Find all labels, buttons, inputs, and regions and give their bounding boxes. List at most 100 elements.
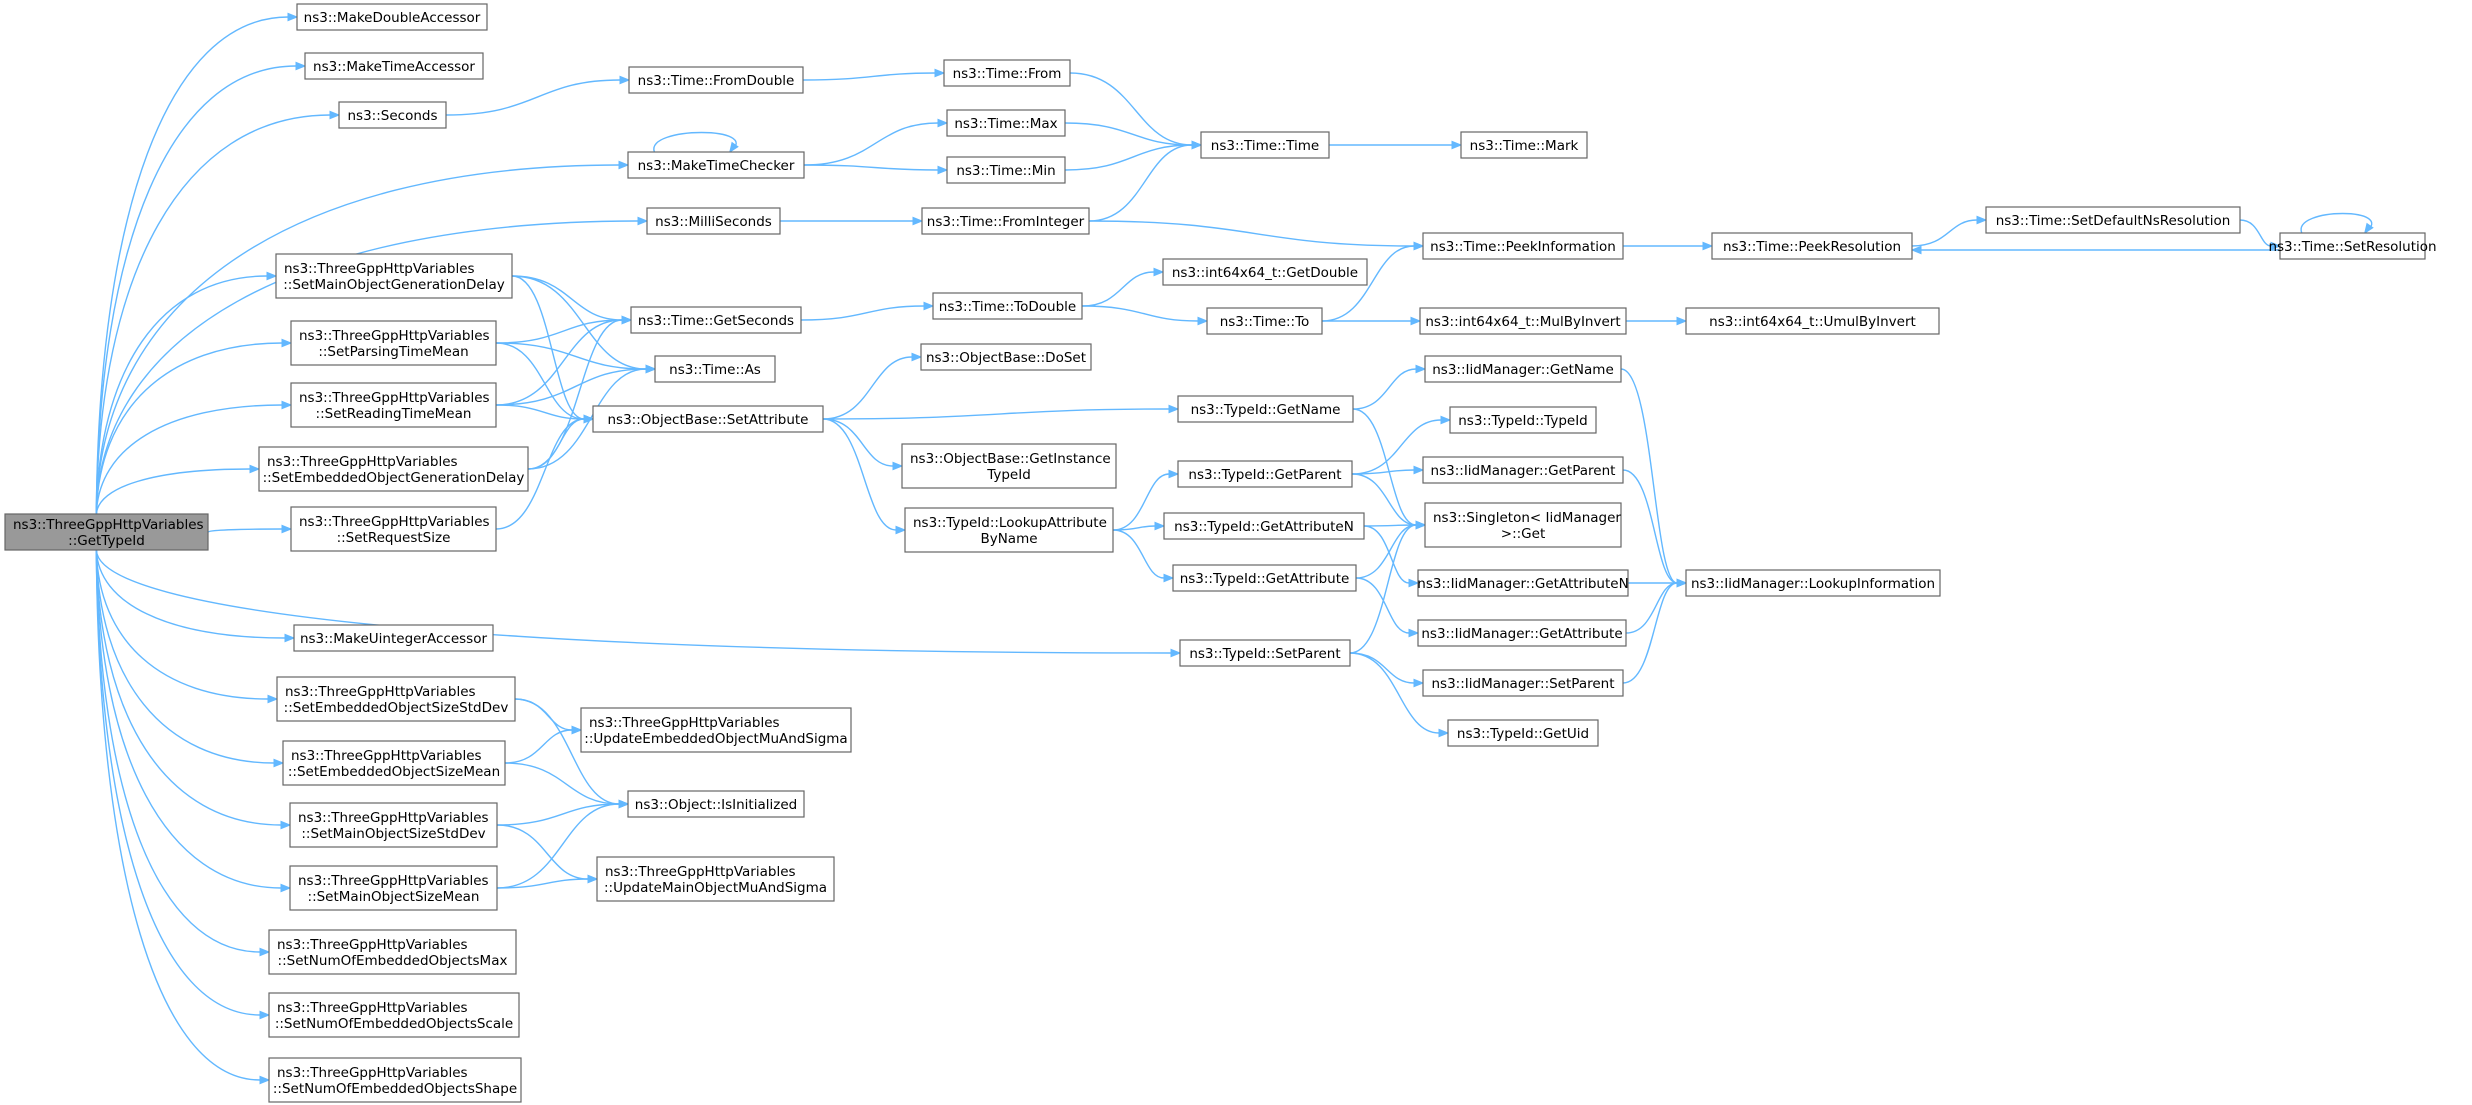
- edge-typeIdGetName-to-iidGetName: [1352, 364, 1427, 410]
- node-timeToDouble[interactable]: ns3::Time::ToDouble: [932, 292, 1083, 320]
- edge-arrowhead: [729, 141, 739, 154]
- edge-line: [511, 275, 585, 420]
- node-timeMax[interactable]: ns3::Time::Max: [946, 109, 1066, 137]
- edge-layer: [95, 12, 2374, 1085]
- edge-timeTime-to-timeMark: [1329, 140, 1463, 150]
- node-typeIdGetName[interactable]: ns3::TypeId::GetName: [1177, 395, 1354, 423]
- node-makeUintAcc[interactable]: ns3::MakeUintegerAccessor: [293, 624, 494, 652]
- node-label: ::SetParsingTimeMean: [318, 344, 468, 360]
- node-timeTime[interactable]: ns3::Time::Time: [1200, 131, 1330, 159]
- edge-timeSetDefNsRes-to-timeSetRes: [2239, 219, 2282, 251]
- node-makeTimeAcc[interactable]: ns3::MakeTimeAccessor: [304, 52, 484, 80]
- edge-arrowhead: [618, 160, 630, 170]
- node-timeGetSeconds[interactable]: ns3::Time::GetSeconds: [630, 306, 802, 334]
- edge-root-to-setParsingTimeMean: [95, 338, 293, 515]
- node-box: [1163, 512, 1365, 540]
- node-int64MulByInv[interactable]: ns3::int64x64_t::MulByInvert: [1419, 307, 1627, 335]
- node-timeSetRes[interactable]: ns3::Time::SetResolution: [2268, 232, 2437, 260]
- edge-typeIdGetAttr-to-iidGetAttr: [1355, 577, 1420, 638]
- edge-line: [1112, 529, 1165, 579]
- node-box: [627, 790, 805, 818]
- edge-makeTimeChecker-to-timeMin: [803, 164, 949, 175]
- node-typeIdGetUid[interactable]: ns3::TypeId::GetUid: [1447, 719, 1599, 747]
- edge-setParsingTimeMean-to-objBaseSetAttr: [495, 342, 595, 424]
- node-box: [304, 52, 484, 80]
- node-label: ns3::MilliSeconds: [655, 214, 772, 230]
- edge-setParsingTimeMean-to-timeGetSeconds: [495, 315, 633, 344]
- node-int64UmulByInv[interactable]: ns3::int64x64_t::UmulByInvert: [1685, 307, 1940, 335]
- node-iidSetParent[interactable]: ns3::IidManager::SetParent: [1422, 669, 1624, 697]
- node-typeIdSetParent[interactable]: ns3::TypeId::SetParent: [1179, 639, 1351, 667]
- node-iidLookupInfo[interactable]: ns3::IidManager::LookupInformation: [1685, 569, 1941, 597]
- node-box: [2279, 232, 2426, 260]
- node-timeFromInteger[interactable]: ns3::Time::FromInteger: [921, 207, 1090, 235]
- node-timeFromDouble[interactable]: ns3::Time::FromDouble: [628, 66, 804, 94]
- node-timeFrom[interactable]: ns3::Time::From: [943, 59, 1071, 87]
- node-label: ns3::TypeId::GetParent: [1188, 467, 1341, 483]
- node-label: ns3::int64x64_t::GetDouble: [1172, 265, 1358, 281]
- node-timePeekInfo[interactable]: ns3::Time::PeekInformation: [1422, 232, 1624, 260]
- node-label: ns3::ThreeGppHttpVariables: [284, 261, 475, 277]
- node-updEmbMuSigma[interactable]: ns3::ThreeGppHttpVariables::UpdateEmbedd…: [580, 707, 852, 753]
- node-int64GetDouble[interactable]: ns3::int64x64_t::GetDouble: [1162, 258, 1368, 286]
- node-updMainMuSigma[interactable]: ns3::ThreeGppHttpVariables::UpdateMainOb…: [596, 856, 835, 902]
- edge-arrowhead: [571, 725, 583, 735]
- node-box: [1177, 460, 1353, 488]
- node-iidGetName[interactable]: ns3::IidManager::GetName: [1424, 355, 1622, 383]
- node-setEmbObjSizeStdDev[interactable]: ns3::ThreeGppHttpVariables::SetEmbeddedO…: [276, 676, 516, 722]
- node-setNumEmbMax[interactable]: ns3::ThreeGppHttpVariables::SetNumOfEmbe…: [268, 929, 517, 975]
- node-setEmbObjSizeMean[interactable]: ns3::ThreeGppHttpVariables::SetEmbeddedO…: [282, 740, 506, 786]
- node-setReadingTimeMean[interactable]: ns3::ThreeGppHttpVariables::SetReadingTi…: [290, 382, 497, 428]
- node-seconds[interactable]: ns3::Seconds: [338, 101, 447, 129]
- node-setParsingTimeMean[interactable]: ns3::ThreeGppHttpVariables::SetParsingTi…: [290, 320, 497, 366]
- node-typeIdGetAttr[interactable]: ns3::TypeId::GetAttribute: [1172, 564, 1357, 592]
- edge-line: [95, 342, 283, 515]
- node-timePeekRes[interactable]: ns3::Time::PeekResolution: [1711, 232, 1913, 260]
- node-label: ns3::ThreeGppHttpVariables: [277, 1000, 468, 1016]
- node-typeIdGetAttrN[interactable]: ns3::TypeId::GetAttributeN: [1163, 512, 1365, 540]
- node-timeMark[interactable]: ns3::Time::Mark: [1460, 131, 1588, 159]
- edge-seconds-to-timeFromDouble: [445, 75, 631, 116]
- node-timeMin[interactable]: ns3::Time::Min: [946, 156, 1066, 184]
- node-timeTo[interactable]: ns3::Time::To: [1206, 307, 1323, 335]
- node-iidGetParent[interactable]: ns3::IidManager::GetParent: [1422, 456, 1624, 484]
- node-timeAs[interactable]: ns3::Time::As: [654, 355, 776, 383]
- edge-root-to-setMainObjGenDelay: [95, 271, 278, 515]
- node-setMainObjGenDelay[interactable]: ns3::ThreeGppHttpVariables::SetMainObjec…: [275, 253, 513, 299]
- node-objBaseDoSet[interactable]: ns3::ObjectBase::DoSet: [920, 343, 1092, 371]
- node-setNumEmbScale[interactable]: ns3::ThreeGppHttpVariables::SetNumOfEmbe…: [268, 992, 520, 1038]
- node-setMainObjSizeStdDev[interactable]: ns3::ThreeGppHttpVariables::SetMainObjec…: [289, 802, 498, 848]
- node-setEmbObjGenDelay[interactable]: ns3::ThreeGppHttpVariables::SetEmbeddedO…: [258, 446, 529, 492]
- node-layer: ns3::ThreeGppHttpVariables::GetTypeIdns3…: [4, 3, 2437, 1103]
- node-box: [646, 207, 781, 235]
- edge-setEmbObjSizeStdDev-to-updEmbMuSigma: [514, 698, 583, 735]
- edge-line: [95, 65, 297, 515]
- node-typeIdTypeId[interactable]: ns3::TypeId::TypeId: [1449, 406, 1597, 434]
- node-setMainObjSizeMean[interactable]: ns3::ThreeGppHttpVariables::SetMainObjec…: [289, 865, 498, 911]
- node-iidGetAttr[interactable]: ns3::IidManager::GetAttribute: [1417, 619, 1627, 647]
- node-iidGetAttrN[interactable]: ns3::IidManager::GetAttributeN: [1417, 569, 1629, 597]
- node-objBaseSetAttr[interactable]: ns3::ObjectBase::SetAttribute: [592, 405, 824, 433]
- node-objIsInit[interactable]: ns3::Object::IsInitialized: [627, 790, 805, 818]
- node-label: ns3::ThreeGppHttpVariables: [267, 454, 458, 470]
- node-setRequestSize[interactable]: ns3::ThreeGppHttpVariables::SetRequestSi…: [290, 506, 497, 552]
- node-root[interactable]: ns3::ThreeGppHttpVariables::GetTypeId: [4, 513, 209, 551]
- node-makeDoubleAcc[interactable]: ns3::MakeDoubleAccessor: [296, 3, 488, 31]
- node-label: ::SetNumOfEmbeddedObjectsScale: [275, 1016, 513, 1032]
- node-milliSeconds[interactable]: ns3::MilliSeconds: [646, 207, 781, 235]
- node-box: [290, 320, 497, 366]
- node-timeSetDefNsRes[interactable]: ns3::Time::SetDefaultNsResolution: [1985, 206, 2241, 234]
- edge-arrowhead: [249, 464, 261, 474]
- node-singletonGet[interactable]: ns3::Singleton< IidManager >::Get: [1424, 502, 1622, 548]
- edge-root-to-setEmbObjSizeStdDev: [95, 549, 279, 704]
- node-typeIdGetParent[interactable]: ns3::TypeId::GetParent: [1177, 460, 1353, 488]
- node-makeTimeChecker[interactable]: ns3::MakeTimeChecker: [627, 151, 805, 179]
- node-label: ns3::IidManager::GetAttribute: [1421, 626, 1622, 642]
- node-setNumEmbShape[interactable]: ns3::ThreeGppHttpVariables::SetNumOfEmbe…: [268, 1057, 522, 1103]
- edge-line: [822, 356, 913, 420]
- edge-timeMin-to-timeTime: [1064, 140, 1203, 171]
- edge-line: [95, 549, 282, 889]
- edge-line: [495, 404, 585, 420]
